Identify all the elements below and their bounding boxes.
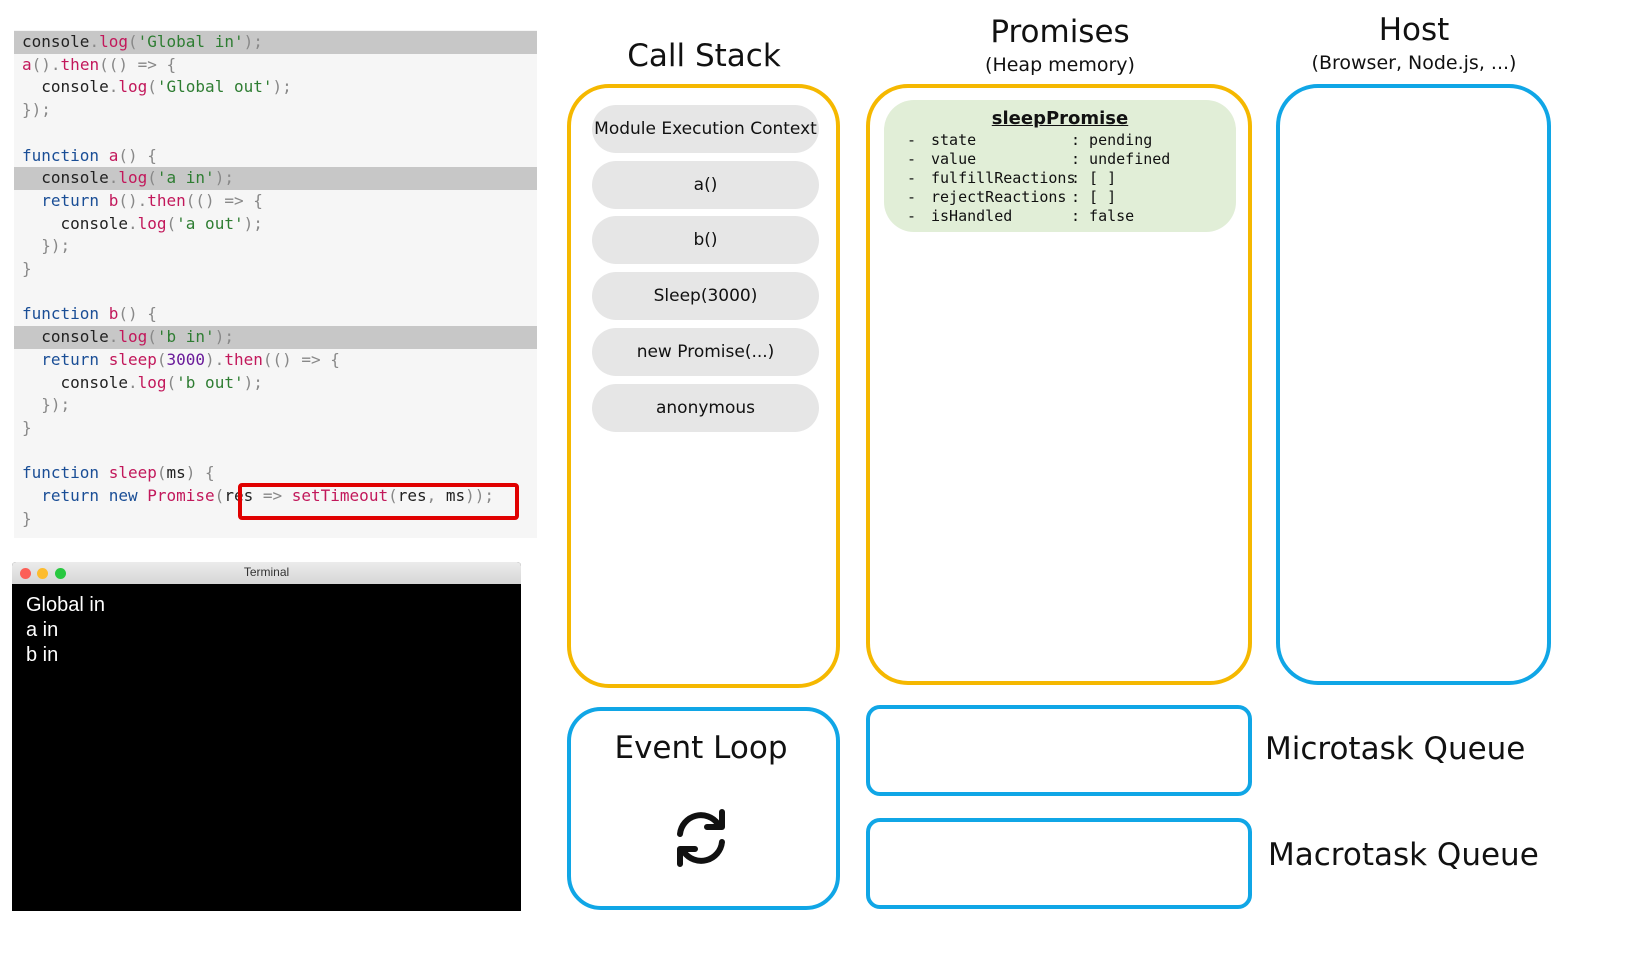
promise-prop: -state: pending: [907, 131, 1153, 149]
terminal-title-bar: Terminal: [12, 562, 521, 584]
code-line: });: [22, 395, 71, 415]
call-stack-frame: anonymous: [592, 384, 819, 432]
code-panel: } return new Promise(res => setTimeout(r…: [14, 30, 537, 538]
terminal-line: b in: [26, 644, 59, 666]
promises-box: [866, 84, 1252, 685]
terminal-window: Terminal Global in a in b in: [12, 562, 521, 911]
promises-title: Promises: [990, 14, 1130, 50]
call-stack-frame: Sleep(3000): [592, 272, 819, 320]
promise-card: sleepPromise -state: pending -value: und…: [884, 100, 1236, 232]
call-stack-box: [567, 84, 840, 688]
code-line: console.log('a in');: [14, 167, 537, 190]
code-line: }: [22, 508, 32, 528]
promise-prop: -value: undefined: [907, 150, 1171, 168]
host-subtitle: (Browser, Node.js, ...): [1311, 52, 1517, 74]
minimize-dot-icon[interactable]: [37, 568, 48, 579]
microtask-queue-box: [866, 705, 1252, 796]
code-line: }: [22, 417, 32, 437]
promise-prop: -fulfillReactions: [ ]: [907, 169, 1117, 187]
microtask-queue-label: Microtask Queue: [1265, 731, 1526, 767]
call-stack-frame: Module Execution Context: [592, 105, 819, 153]
code-line: [14, 440, 537, 463]
event-loop-title: Event Loop: [614, 730, 788, 766]
terminal-line: a in: [26, 619, 59, 641]
promise-prop: -rejectReactions: [ ]: [907, 188, 1117, 206]
close-dot-icon[interactable]: [20, 568, 31, 579]
terminal-title: Terminal: [243, 565, 290, 579]
code-line: });: [22, 100, 51, 120]
promise-name: sleepPromise: [991, 108, 1129, 129]
code-line: console.log('b out');: [22, 372, 263, 392]
code-line: console.log('a out');: [22, 213, 263, 233]
code-line: return b().then(() => {: [22, 190, 263, 210]
macrotask-queue-label: Macrotask Queue: [1268, 837, 1539, 873]
code-line: return new Promise(res => setTimeout(res…: [22, 486, 495, 505]
code-line: function sleep(ms) {: [22, 463, 215, 483]
host-title: Host: [1378, 12, 1450, 48]
host-box: [1276, 84, 1551, 685]
code-line: [14, 122, 537, 145]
call-stack-frame: new Promise(...): [592, 328, 819, 376]
code-line: console.log('b in');: [14, 326, 537, 349]
event-loop-box: [567, 707, 840, 910]
highlight-box: [238, 483, 519, 520]
call-stack-frame: a(): [592, 161, 819, 209]
code-line: console.log('Global out');: [22, 77, 292, 97]
promise-prop: -isHandled: false: [907, 207, 1135, 225]
code-line: }: [22, 259, 32, 278]
code-line: function a() {: [22, 145, 157, 165]
code-line: });: [22, 236, 71, 256]
code-line: a().then(() => {: [22, 54, 177, 74]
call-stack-frame: b(): [592, 216, 819, 264]
call-stack-title: Call Stack: [627, 38, 781, 74]
maximize-dot-icon[interactable]: [55, 568, 66, 579]
terminal-line: Global in: [26, 594, 105, 616]
macrotask-queue-box: [866, 818, 1252, 909]
promises-subtitle: (Heap memory): [985, 54, 1135, 76]
code-line: console.log('Global in');: [14, 31, 537, 54]
code-line: [14, 281, 537, 304]
refresh-icon: [677, 809, 725, 867]
code-line: function b() {: [22, 304, 157, 324]
code-line: return sleep(3000).then(() => {: [22, 349, 340, 369]
